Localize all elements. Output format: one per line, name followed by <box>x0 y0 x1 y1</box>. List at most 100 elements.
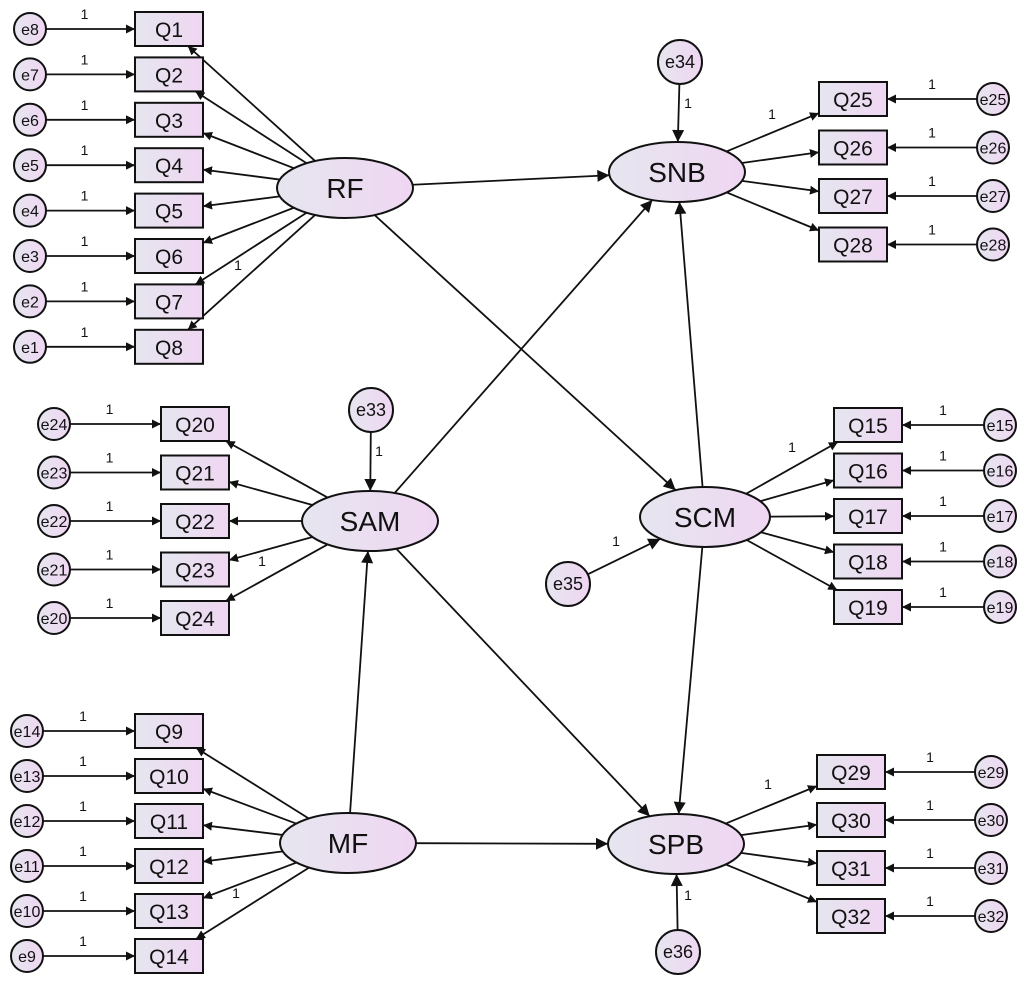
loading-mf-q14 <box>195 866 310 940</box>
indicator-q10: Q10 <box>134 758 204 794</box>
indicator-label: Q7 <box>155 291 183 314</box>
fixed-parameter-label: 1 <box>81 278 89 294</box>
indicator-q3: Q3 <box>134 101 204 138</box>
error-e15: e15 <box>983 408 1017 442</box>
error-label: e11 <box>14 859 40 876</box>
latent-label: SNB <box>648 157 706 188</box>
indicator-q9: Q9 <box>134 713 204 749</box>
error-path-e36 <box>670 873 683 931</box>
fixed-parameter-label: 1 <box>234 257 242 273</box>
indicator-q31: Q31 <box>816 850 886 886</box>
error-e1: e1 <box>13 329 47 364</box>
path-sam-to-spb <box>395 548 651 817</box>
loading-sam-q20 <box>225 440 329 499</box>
indicator-label: Q30 <box>831 810 871 833</box>
error-path-e34 <box>672 83 685 143</box>
indicator-q22: Q22 <box>160 503 230 539</box>
indicator-q17: Q17 <box>833 498 903 534</box>
error-label: e18 <box>987 555 1014 572</box>
error-e8: e8 <box>13 12 47 46</box>
error-e3: e3 <box>13 239 47 273</box>
indicator-label: Q19 <box>848 597 888 620</box>
path-scm-to-snb <box>674 201 704 488</box>
path-mf-to-spb <box>415 837 609 850</box>
error-e27: e27 <box>976 179 1010 213</box>
diagram-nodes: Q1Q2Q3Q4Q5Q6Q7Q8Q9Q10Q11Q12Q13Q14Q15Q16Q… <box>10 11 1017 975</box>
fixed-parameter-label: 1 <box>684 887 692 903</box>
fixed-parameter-labels: 1111111111111111111111111111111111111111… <box>79 6 947 949</box>
loading-rf-q7 <box>194 211 308 286</box>
indicator-label: Q3 <box>155 110 183 133</box>
fixed-parameter-label: 1 <box>928 125 936 141</box>
error-label: e32 <box>978 909 1005 926</box>
loading-mf-q9 <box>195 747 310 820</box>
fixed-parameter-label: 1 <box>81 233 89 249</box>
indicator-label: Q27 <box>833 186 873 209</box>
error-e23: e23 <box>37 455 71 490</box>
error-path-e33 <box>364 431 377 492</box>
loading-snb-q28 <box>726 191 820 232</box>
fixed-parameter-label: 1 <box>926 797 934 813</box>
indicator-q27: Q27 <box>818 178 888 214</box>
error-label: e26 <box>980 141 1007 158</box>
loading-rf-q8 <box>187 214 316 331</box>
loading-rf-q2 <box>194 90 308 164</box>
error-e25: e25 <box>976 82 1010 116</box>
indicator-q16: Q16 <box>833 452 903 489</box>
indicator-q18: Q18 <box>833 543 903 580</box>
fixed-parameter-label: 1 <box>106 401 114 417</box>
error-label: e36 <box>663 942 693 962</box>
indicator-q28: Q28 <box>818 226 888 263</box>
indicator-q12: Q12 <box>134 848 204 884</box>
error-e21: e21 <box>37 552 71 587</box>
indicator-q21: Q21 <box>160 454 230 491</box>
error-label: e2 <box>21 294 39 311</box>
error-label: e22 <box>41 514 68 531</box>
fixed-parameter-label: 1 <box>926 893 934 909</box>
fixed-parameter-label: 1 <box>939 493 947 509</box>
error-label: e31 <box>978 861 1005 878</box>
fixed-parameter-label: 1 <box>81 51 89 67</box>
fixed-parameter-label: 1 <box>81 6 89 22</box>
fixed-parameter-label: 1 <box>79 933 87 949</box>
error-label: e3 <box>21 249 39 266</box>
indicator-label: Q5 <box>155 201 183 224</box>
fixed-parameter-label: 1 <box>79 798 87 814</box>
error-e36: e36 <box>655 929 701 975</box>
latent-label: SCM <box>674 502 736 533</box>
indicator-q7: Q7 <box>134 283 204 320</box>
indicator-q32: Q32 <box>816 898 886 934</box>
latent-mf: MF <box>279 812 417 874</box>
path-scm-to-spb <box>673 546 704 815</box>
error-label: e15 <box>987 418 1014 435</box>
loading-rf-q3 <box>202 132 295 170</box>
indicator-label: Q21 <box>175 463 215 486</box>
error-e30: e30 <box>974 803 1008 837</box>
indicator-label: Q24 <box>175 608 215 631</box>
loading-spb-q29 <box>725 785 818 825</box>
indicator-label: Q22 <box>175 511 215 534</box>
indicator-q5: Q5 <box>134 192 204 229</box>
indicator-label: Q11 <box>150 811 188 834</box>
fixed-parameter-label: 1 <box>258 553 266 569</box>
error-label: e29 <box>978 765 1005 782</box>
indicator-q8: Q8 <box>134 328 204 365</box>
fixed-parameter-label: 1 <box>232 885 240 901</box>
fixed-parameter-label: 1 <box>764 776 772 792</box>
fixed-parameter-label: 1 <box>788 439 796 455</box>
indicator-label: Q17 <box>848 506 888 529</box>
error-e33: e33 <box>348 387 394 433</box>
indicator-label: Q15 <box>848 415 888 438</box>
error-label: e28 <box>980 238 1007 255</box>
error-e2: e2 <box>13 284 47 319</box>
loading-snb-q27 <box>741 179 820 195</box>
latent-label: MF <box>328 828 368 859</box>
error-label: e35 <box>553 574 583 594</box>
error-e18: e18 <box>983 544 1017 579</box>
loading-sam-q23 <box>228 536 313 563</box>
indicator-label: Q1 <box>155 19 183 42</box>
error-e24: e24 <box>37 407 71 441</box>
indicator-label: Q32 <box>831 906 871 929</box>
loading-rf-q6 <box>202 206 295 244</box>
